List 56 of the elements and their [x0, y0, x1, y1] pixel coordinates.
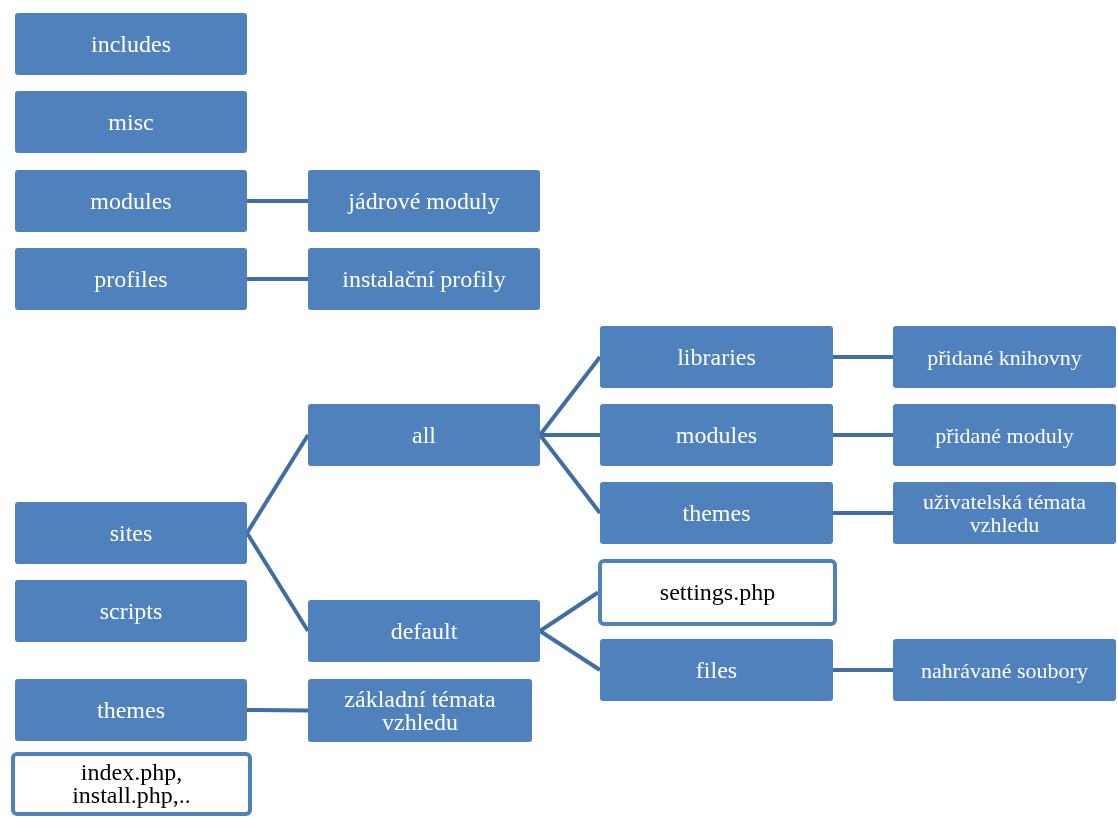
- connector-line: [245, 531, 310, 633]
- connector-line: [833, 355, 893, 359]
- connector-line: [245, 433, 310, 535]
- folder-box: [893, 639, 1116, 701]
- connector-line: [247, 277, 308, 281]
- node-label: modules: [89, 189, 173, 213]
- folder-box: [893, 326, 1116, 388]
- connector-line: [833, 668, 893, 672]
- connector-line: [247, 708, 308, 713]
- node-label: modules: [674, 423, 759, 447]
- connector-line: [538, 629, 602, 672]
- connector-line: [247, 199, 308, 203]
- node-label: instalační profily: [341, 267, 507, 291]
- folder-box: [15, 580, 247, 642]
- node-label: all: [411, 423, 437, 447]
- node-label: přidané moduly: [934, 423, 1075, 447]
- node-label: nahrávané soubory: [920, 658, 1089, 682]
- node-label: themes: [96, 698, 166, 722]
- node-label: scripts: [98, 599, 164, 623]
- folder-box: [15, 91, 247, 153]
- folder-box: [15, 248, 247, 310]
- node-label: index.php, install.php,..: [71, 761, 192, 807]
- folder-box: [893, 482, 1116, 544]
- folder-box: [308, 679, 532, 742]
- node-label: libraries: [676, 345, 757, 369]
- connector-line: [833, 511, 893, 515]
- folder-box: [308, 248, 540, 310]
- node-label: misc: [107, 110, 155, 134]
- folder-box: [15, 170, 247, 232]
- node-label: themes: [681, 501, 752, 525]
- folder-box: [600, 482, 833, 544]
- folder-box: [600, 326, 833, 388]
- connector-line: [833, 433, 893, 437]
- node-label: default: [389, 619, 459, 643]
- node-label: includes: [90, 32, 172, 56]
- node-label: settings.php: [658, 581, 777, 604]
- connector-line: [538, 590, 600, 633]
- file-box: [598, 559, 837, 626]
- node-label: jádrové moduly: [346, 189, 501, 213]
- folder-box: [600, 639, 833, 701]
- file-box: [11, 752, 252, 816]
- folder-box: [15, 13, 247, 75]
- node-label: files: [694, 658, 739, 682]
- folder-box: [15, 502, 247, 564]
- node-label: uživatelská témata vzhledu: [921, 490, 1088, 536]
- node-label: základní témata vzhledu: [343, 687, 497, 734]
- node-label: sites: [108, 521, 154, 545]
- folder-box: [308, 404, 540, 466]
- folder-box: [15, 679, 247, 741]
- node-label: profiles: [93, 267, 169, 291]
- folder-box: [600, 404, 833, 466]
- connector-line: [540, 433, 600, 437]
- folder-box: [308, 600, 540, 662]
- node-label: přidané knihovny: [926, 345, 1083, 369]
- folder-box: [308, 170, 540, 232]
- folder-box: [893, 404, 1116, 466]
